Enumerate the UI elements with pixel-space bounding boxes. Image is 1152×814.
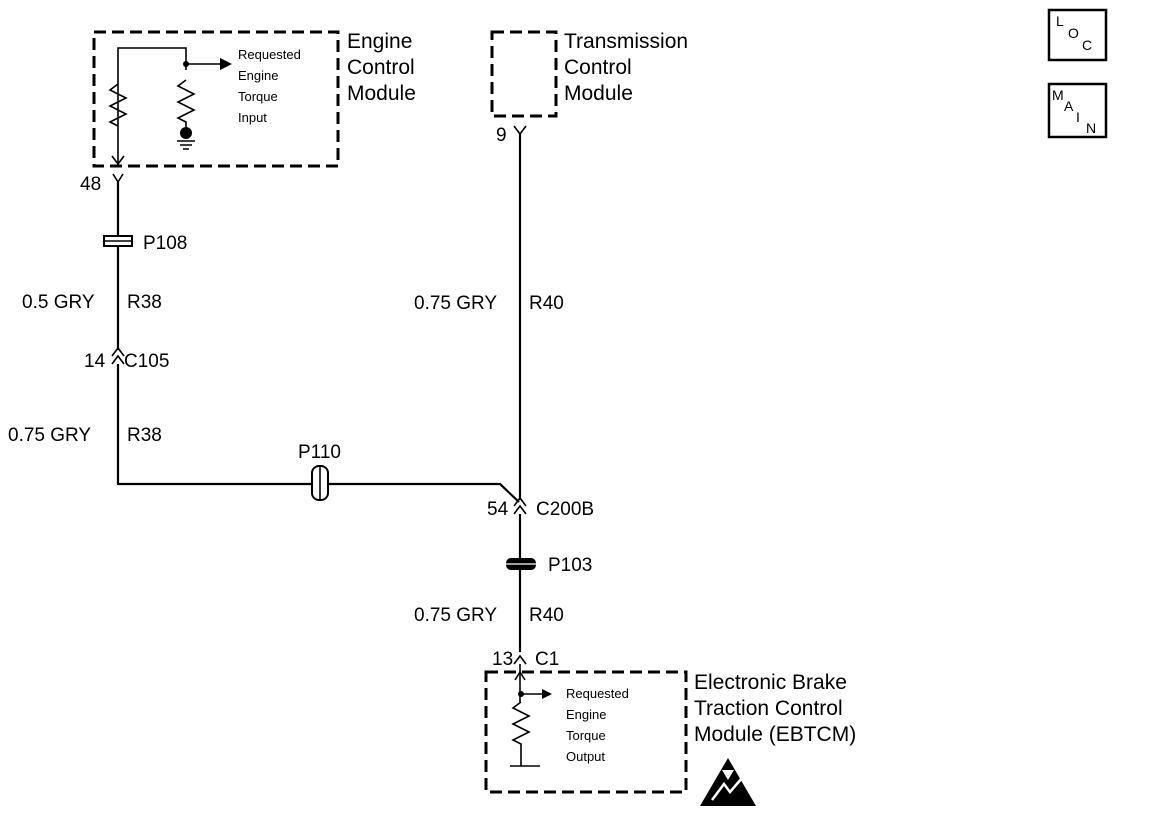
ecm-title-2: Control: [347, 56, 415, 79]
wire-left-upper-size: 0.5 GRY: [22, 292, 95, 313]
ebtcm-signal-label-3: Torque: [566, 728, 606, 743]
pin-48-terminal-icon: [112, 173, 124, 184]
loc-letter-2: O: [1068, 25, 1079, 41]
ecm-signal-arrow-icon: [220, 58, 232, 70]
tcm-dashed-box: [490, 30, 558, 118]
splice-p108: P108: [103, 233, 187, 254]
tcm-title-3: Module: [564, 82, 633, 105]
ecm-resistor-right-icon: [176, 79, 196, 132]
connector-c105-pin: 14: [84, 351, 106, 372]
loc-button[interactable]: L O C: [1047, 8, 1108, 62]
esd-warning-icon: [700, 758, 756, 806]
ecm-signal-label-4: Input: [238, 110, 267, 125]
splice-p110-label: P110: [298, 442, 341, 463]
main-letter-3: I: [1076, 109, 1080, 125]
connector-c200b-pin: 54: [487, 499, 509, 520]
splice-p108-label: P108: [143, 233, 187, 254]
tcm-title-1: Transmission: [564, 30, 688, 53]
connector-c200b-name: C200B: [536, 499, 594, 520]
connector-c105-name: C105: [124, 351, 169, 372]
ebtcm-connector-label: C1: [535, 649, 559, 670]
ecm-module: Requested Engine Torque Input Engine Con…: [92, 30, 416, 168]
ebtcm-title-1: Electronic Brake: [694, 671, 847, 694]
connector-c105-icon: [111, 346, 125, 365]
main-button[interactable]: M A I N: [1047, 82, 1108, 139]
wire-left-lower-circuit: R38: [127, 425, 162, 446]
ebtcm-signal-arrow-icon: [542, 689, 552, 699]
ebtcm-signal-label-2: Engine: [566, 707, 606, 722]
connector-c105: 14 C105: [84, 346, 169, 372]
ebtcm-pin-label: 13: [492, 649, 513, 670]
ecm-dashed-box: [92, 30, 340, 168]
connector-c1: 13 C1: [492, 649, 559, 670]
main-letter-2: A: [1064, 98, 1074, 114]
connector-c200b: 54 C200B: [487, 496, 594, 520]
connector-c1-icon: [513, 654, 527, 665]
ecm-ground-dot: [180, 127, 192, 139]
ecm-resistor-left-icon: [108, 83, 128, 127]
splice-p103-label: P103: [548, 555, 592, 576]
ecm-ground-icon: [177, 140, 195, 150]
splice-p110: P110: [298, 442, 341, 501]
ebtcm-dashed-box: [484, 670, 688, 794]
wire-r38-lower: [116, 364, 520, 503]
wire-left-upper-circuit: R38: [127, 292, 162, 313]
main-letter-4: N: [1086, 120, 1096, 136]
ecm-title-1: Engine: [347, 30, 412, 53]
wire-right-upper-size: 0.75 GRY: [414, 293, 497, 314]
loc-letter-1: L: [1056, 13, 1064, 29]
wire-left-lower-size: 0.75 GRY: [8, 425, 91, 446]
splice-p103: P103: [506, 555, 592, 576]
connector-c200b-icon: [513, 496, 527, 515]
wire-right-lower-circuit: R40: [529, 605, 564, 626]
ebtcm-signal-label-1: Requested: [566, 686, 629, 701]
ebtcm-title-2: Traction Control: [694, 697, 843, 720]
main-letter-1: M: [1052, 87, 1064, 103]
ebtcm-arrow-up-icon: [514, 670, 526, 681]
ebtcm-resistor-icon: [511, 701, 531, 766]
ecm-title-3: Module: [347, 82, 416, 105]
tcm-pin-label: 9: [496, 125, 507, 146]
tcm-title-2: Control: [564, 56, 632, 79]
ecm-signal-label-2: Engine: [238, 68, 278, 83]
wire-right-upper-circuit: R40: [529, 293, 564, 314]
tcm-module: Transmission Control Module: [490, 30, 688, 118]
pin-9-terminal-icon: [513, 125, 527, 136]
ecm-arrow-down-icon: [111, 155, 125, 166]
ebtcm-title-3: Module (EBTCM): [694, 723, 856, 746]
ecm-pin-label: 48: [80, 174, 101, 195]
ecm-signal-label-1: Requested: [238, 47, 301, 62]
ecm-internal-wire: [117, 47, 187, 165]
ecm-signal-label-3: Torque: [238, 89, 278, 104]
wire-right-lower-size: 0.75 GRY: [414, 605, 497, 626]
ebtcm-signal-label-4: Output: [566, 749, 605, 764]
loc-letter-3: C: [1082, 37, 1092, 53]
ebtcm-module: Requested Engine Torque Output Electroni…: [484, 664, 856, 794]
